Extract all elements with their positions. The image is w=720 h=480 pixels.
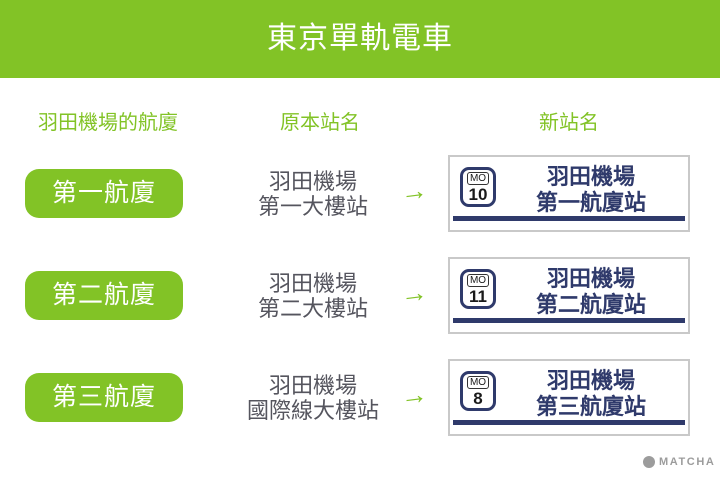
old-station-name: 羽田機場 國際線大樓站 (228, 373, 398, 423)
matcha-logo-text: MATCHA (659, 456, 716, 468)
station-row: 第三航廈 羽田機場 國際線大樓站 → MO 8 羽田機場 第三航廈站 (0, 359, 720, 436)
arrow-right-icon: → (398, 275, 430, 310)
station-number-badge: MO 11 (460, 269, 496, 309)
station-row: 第二航廈 羽田機場 第二大樓站 → MO 11 羽田機場 第二航廈站 (0, 257, 720, 334)
station-sign: MO 11 羽田機場 第二航廈站 (448, 257, 690, 334)
station-number: 8 (473, 388, 483, 408)
sign-underline (453, 216, 685, 221)
new-station-name: 羽田機場 第三航廈站 (498, 368, 684, 420)
old-station-name: 羽田機場 第一大樓站 (228, 169, 398, 219)
terminal-3-button[interactable]: 第三航廈 (25, 373, 183, 422)
old-station-name-line1: 羽田機場 (268, 270, 357, 296)
new-station-name-line1: 羽田機場 (546, 368, 635, 393)
old-station-name-line2: 第一大樓站 (257, 193, 368, 219)
sign-underline (453, 420, 685, 425)
old-station-name-line2: 國際線大樓站 (246, 397, 379, 423)
line-code-label: MO (466, 273, 490, 287)
header-bar: 東京單軌電車 (0, 0, 720, 78)
matcha-circle-icon (643, 456, 655, 468)
new-station-name-line1: 羽田機場 (546, 266, 635, 291)
station-number-badge: MO 10 (460, 167, 496, 207)
page-title: 東京單軌電車 (267, 22, 453, 55)
station-row: 第一航廈 羽田機場 第一大樓站 → MO 10 羽田機場 第一航廈站 (0, 155, 720, 232)
new-station-name-line2: 第二航廈站 (535, 292, 646, 317)
station-sign: MO 10 羽田機場 第一航廈站 (448, 155, 690, 232)
line-code-label: MO (466, 171, 490, 185)
column-header-terminal: 羽田機場的航廈 (38, 112, 178, 134)
old-station-name-line1: 羽田機場 (268, 168, 357, 194)
station-number-badge: MO 8 (460, 371, 496, 411)
old-station-name: 羽田機場 第二大樓站 (228, 271, 398, 321)
new-station-name: 羽田機場 第二航廈站 (498, 266, 684, 318)
station-number: 11 (469, 286, 487, 306)
matcha-logo: MATCHA (643, 456, 715, 468)
arrow-right-icon: → (398, 173, 430, 208)
new-station-name-line2: 第一航廈站 (535, 190, 646, 215)
terminal-1-button[interactable]: 第一航廈 (25, 169, 183, 218)
column-header-new-name: 新站名 (539, 112, 599, 134)
old-station-name-line1: 羽田機場 (268, 372, 357, 398)
station-number: 10 (468, 184, 488, 204)
line-code-label: MO (466, 375, 490, 389)
old-station-name-line2: 第二大樓站 (257, 295, 368, 321)
new-station-name: 羽田機場 第一航廈站 (498, 164, 684, 216)
new-station-name-line1: 羽田機場 (546, 164, 635, 189)
column-header-old-name: 原本站名 (280, 112, 360, 134)
arrow-right-icon: → (398, 377, 430, 412)
station-sign: MO 8 羽田機場 第三航廈站 (448, 359, 690, 436)
new-station-name-line2: 第三航廈站 (535, 394, 646, 419)
sign-underline (453, 318, 685, 323)
terminal-2-button[interactable]: 第二航廈 (25, 271, 183, 320)
